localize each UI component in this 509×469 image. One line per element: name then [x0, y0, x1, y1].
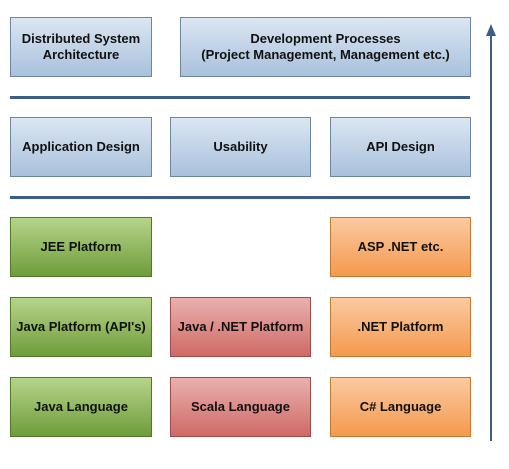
jee-platform-box: JEE Platform: [10, 217, 152, 277]
java-language-box: Java Language: [10, 377, 152, 437]
java-platform-box: Java Platform (API's): [10, 297, 152, 357]
scala-language-box: Scala Language: [170, 377, 311, 437]
up-arrow-icon: [486, 24, 496, 441]
application-design-box: Application Design: [10, 117, 152, 177]
java-net-platform-box: Java / .NET Platform: [170, 297, 311, 357]
asp-net-box: ASP .NET etc.: [330, 217, 471, 277]
distributed-system-architecture-box: Distributed System Architecture: [10, 17, 152, 77]
usability-box: Usability: [170, 117, 311, 177]
csharp-language-box: C# Language: [330, 377, 471, 437]
upper-divider: [10, 96, 470, 99]
api-design-box: API Design: [330, 117, 471, 177]
net-platform-box: .NET Platform: [330, 297, 471, 357]
development-processes-box: Development Processes (Project Managemen…: [180, 17, 471, 77]
lower-divider: [10, 196, 470, 199]
